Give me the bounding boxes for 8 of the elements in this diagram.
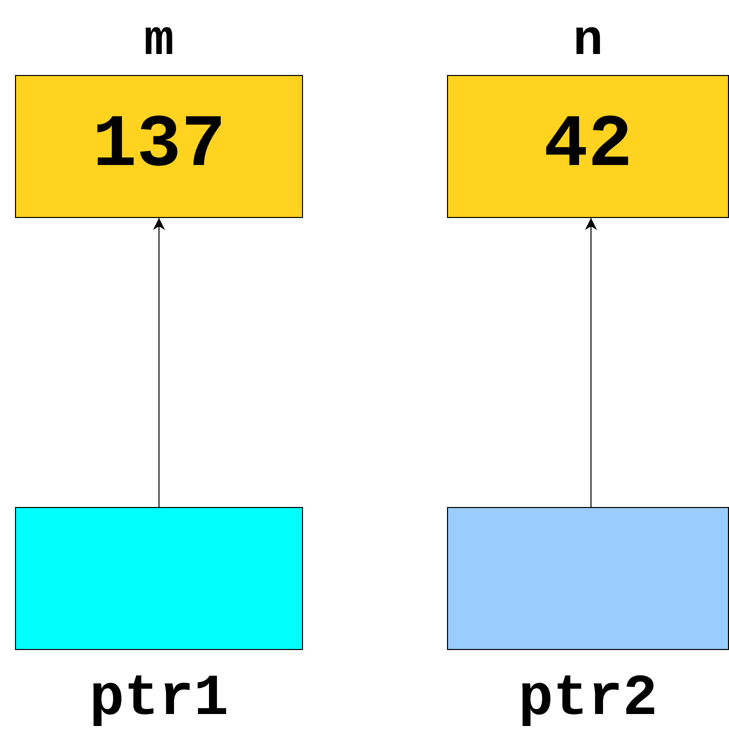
value-text: 137 xyxy=(91,106,227,186)
variable-name: ptr2 xyxy=(517,669,659,731)
arrow xyxy=(153,218,165,508)
variable-name: ptr1 xyxy=(88,669,230,731)
arrow xyxy=(585,218,597,508)
variable-name: n xyxy=(572,14,604,70)
variable-name: m xyxy=(142,14,175,70)
value-text: 42 xyxy=(542,106,634,186)
